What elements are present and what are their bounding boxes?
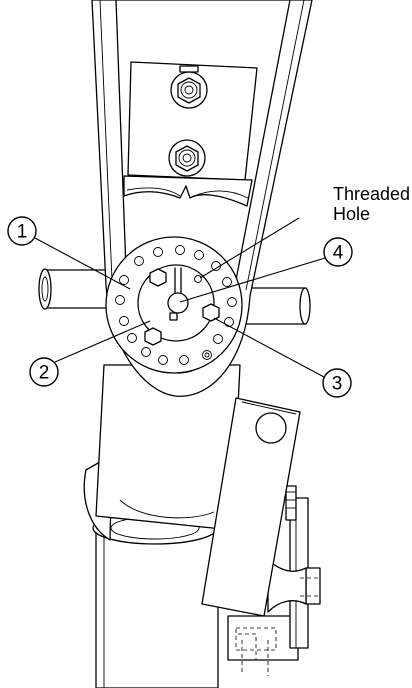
callout-2: 2 [29,357,59,387]
leader-lines [34,217,326,378]
lower-fitting [227,485,321,676]
annotation-line-2: Hole [333,204,370,224]
clamp-block [123,61,258,207]
leader-threaded-hole [199,217,300,279]
leader-3 [213,317,325,378]
callout-4-number: 4 [333,243,344,264]
leader-4 [179,257,326,303]
annotation-line-1: Threaded [333,184,410,204]
callout-1: 1 [7,216,37,246]
bolt-upper [170,65,208,109]
bolt-lower [168,139,206,177]
threaded-hole-label: Threaded Hole [333,184,410,224]
callout-2-number: 2 [39,363,50,384]
callout-4: 4 [323,237,353,267]
leader-1 [34,237,131,290]
hub-center [137,264,220,346]
callout-1-number: 1 [17,222,28,243]
callout-3: 3 [322,368,352,398]
leader-2 [54,320,151,363]
callout-3-number: 3 [332,374,343,395]
angled-plate [201,397,301,617]
